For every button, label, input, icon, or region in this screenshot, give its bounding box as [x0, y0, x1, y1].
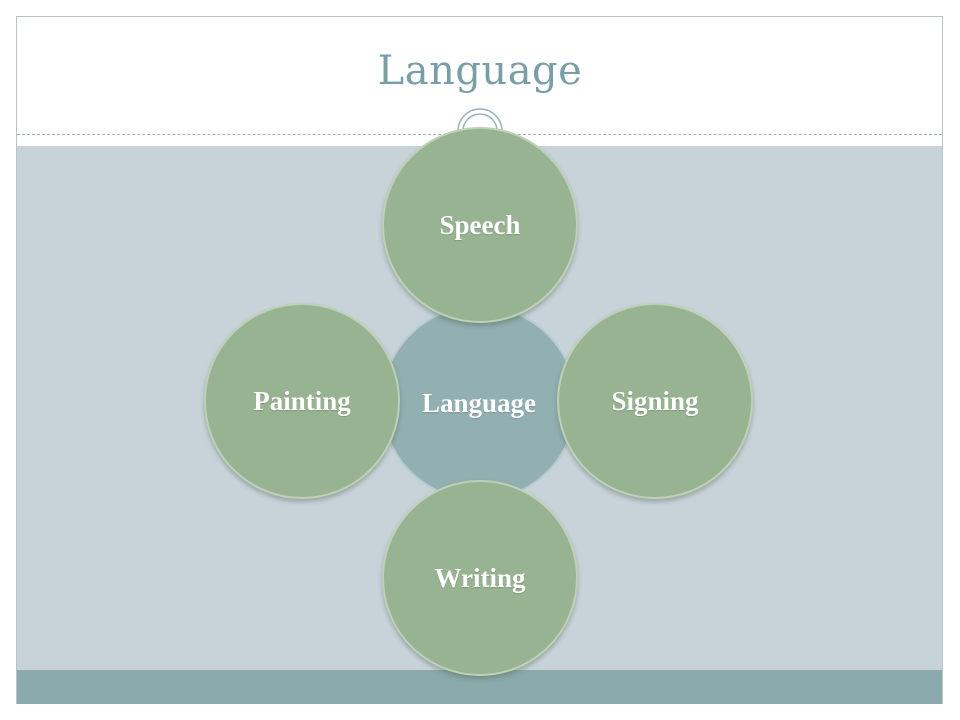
node-label-painting: Painting	[253, 385, 351, 416]
center-label: Language	[421, 387, 537, 418]
diagram-node-speech: Speech	[382, 127, 578, 323]
diagram-node-signing: Signing	[557, 303, 753, 499]
node-label-signing: Signing	[611, 385, 699, 416]
diagram-node-painting: Painting	[204, 303, 400, 499]
node-label-writing: Writing	[434, 562, 526, 593]
diagram-center-circle: Language	[381, 305, 577, 501]
slide-title: Language	[377, 48, 583, 94]
node-label-speech: Speech	[439, 209, 521, 240]
diagram-node-writing: Writing	[382, 480, 578, 676]
